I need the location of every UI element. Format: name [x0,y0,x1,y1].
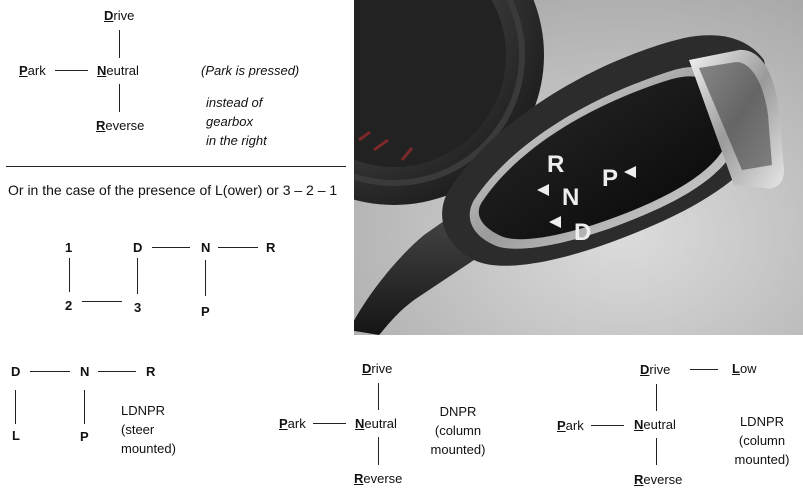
connector-neutral-reverse [378,437,379,465]
label-n: N [80,364,89,380]
connector-drive-neutral [378,383,379,410]
caption-mounted: mounted) [727,452,797,468]
connector-n-p [84,390,85,424]
label-drive: Drive [640,362,670,378]
label-gear-p: P [201,304,210,320]
connector-park-neutral [55,70,88,71]
knob-letter-p: P [602,165,618,192]
label-gear-1: 1 [65,240,72,256]
label-park: Park [279,416,306,432]
connector-drive-low [690,369,718,370]
caption-steer: (steer [121,422,154,438]
label-reverse: Reverse [96,118,144,134]
label-low: Low [732,361,757,377]
note-gearbox: gearbox [206,114,253,130]
label-gear-3: 3 [134,300,141,316]
connector-1-2 [69,258,70,292]
note-instead-of: instead of [206,95,262,111]
label-drive: Drive [104,8,134,24]
connector-d-l [15,390,16,424]
label-l: L [12,428,20,444]
connector-neutral-reverse [656,438,657,465]
label-reverse: Reverse [354,471,402,487]
knob-letter-n: N [562,184,579,211]
connector-d-n [152,247,190,248]
connector-d-n [30,371,70,372]
label-neutral: Neutral [97,63,139,79]
connector-n-r [98,371,136,372]
label-p: P [80,429,89,445]
knob-letter-d: D [574,219,591,246]
gear-selector-photo: R N D P [354,0,803,335]
gear-selector-illustration: R N D P [354,0,803,335]
knob-letter-r: R [547,151,564,178]
connector-drive-neutral [119,30,120,58]
connector-n-r [218,247,258,248]
label-r: R [146,364,155,380]
connector-2-3 [82,301,122,302]
caption-ldnpr: LDNPR [727,414,797,430]
caption-column: (column [425,423,491,439]
caption-lower-gears: Or in the case of the presence of L(ower… [8,182,337,198]
connector-neutral-reverse [119,84,120,112]
caption-mounted: mounted) [121,441,176,457]
connector-3-d [137,258,138,294]
caption-dnpr: DNPR [425,404,491,420]
label-gear-2: 2 [65,298,72,314]
label-drive: Drive [362,361,392,377]
label-gear-n: N [201,240,210,256]
label-gear-r: R [266,240,275,256]
connector-n-p [205,260,206,296]
caption-mounted: mounted) [425,442,491,458]
label-neutral: Neutral [355,416,397,432]
label-neutral: Neutral [634,417,676,433]
note-in-the-right: in the right [206,133,267,149]
label-park: Park [19,63,46,79]
label-d: D [11,364,20,380]
label-reverse: Reverse [634,472,682,488]
connector-park-neutral [591,425,624,426]
caption-column: (column [727,433,797,449]
label-park: Park [557,418,584,434]
note-park-pressed: (Park is pressed) [201,63,299,79]
connector-park-neutral [313,423,346,424]
connector-drive-neutral [656,384,657,411]
caption-ldnpr: LDNPR [121,403,165,419]
label-gear-d: D [133,240,142,256]
section-divider [6,166,346,167]
